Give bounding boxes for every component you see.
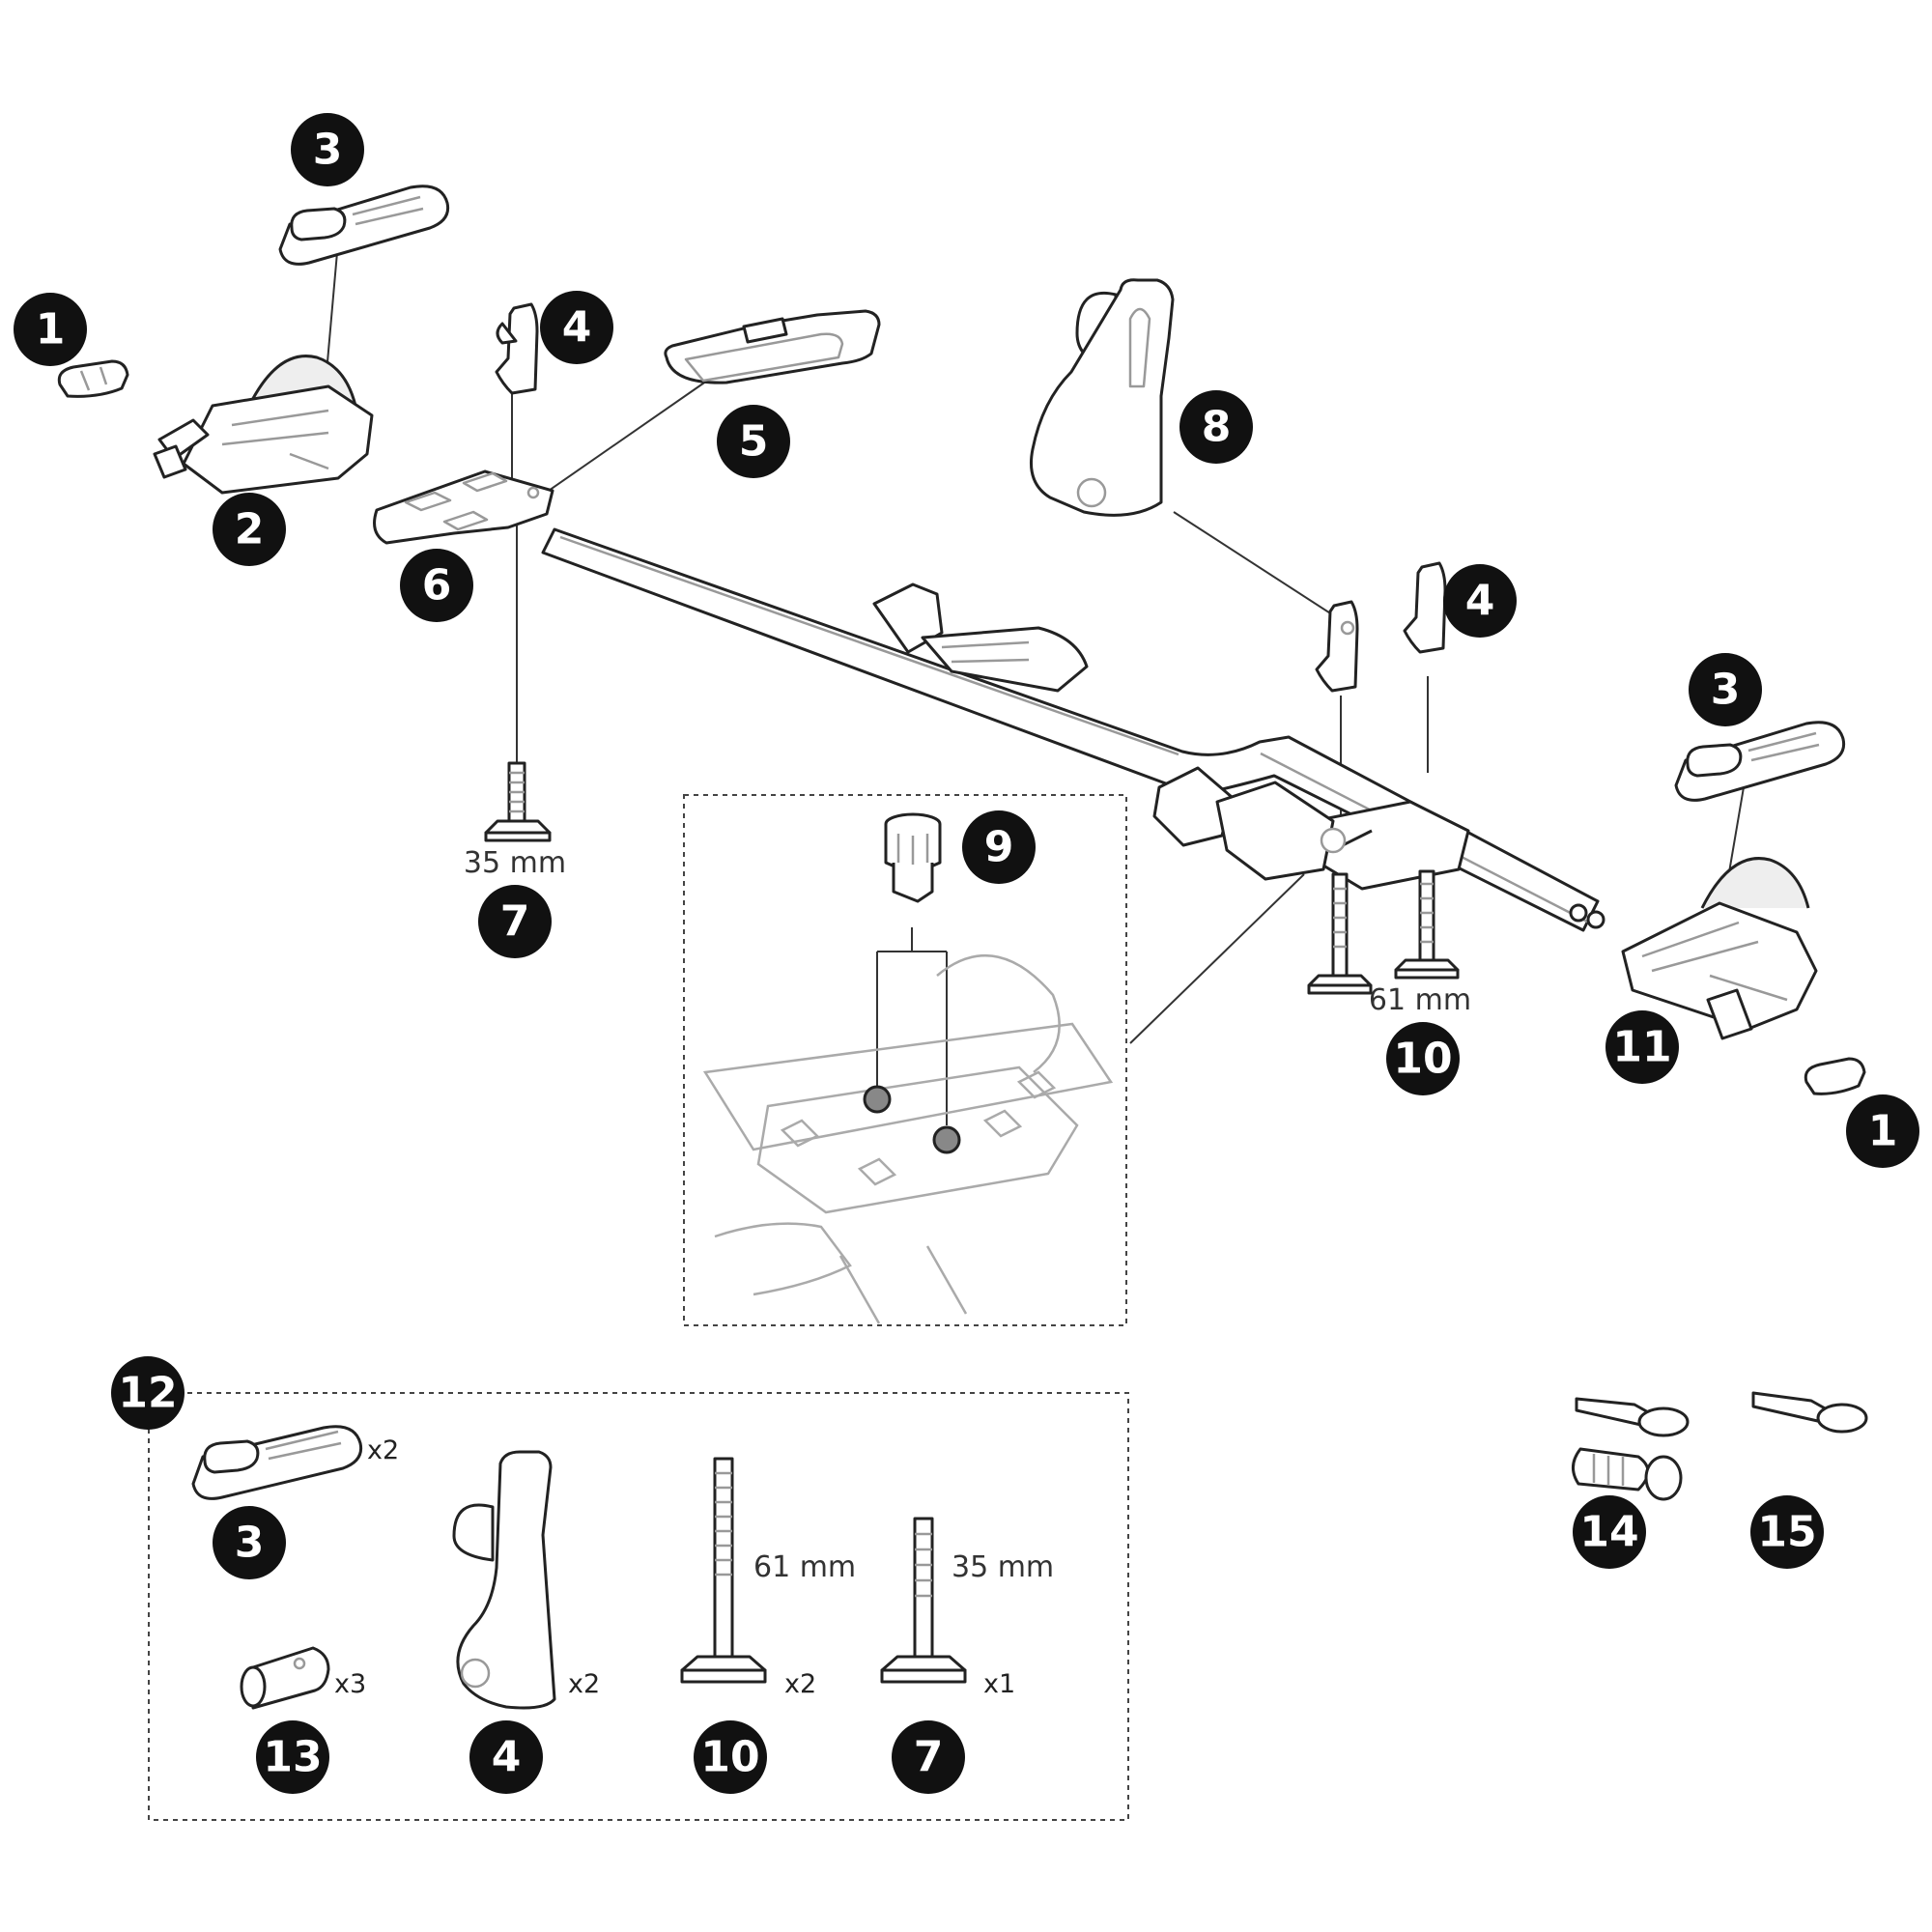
callout-number: 7 [914,1733,944,1782]
callout-badge-14: 14 [1573,1495,1646,1569]
quantity-label-bolt-61mm: x2 [784,1669,816,1699]
quantity-label-bolt-35mm: x1 [983,1669,1015,1699]
callout-number: 15 [1757,1508,1816,1557]
callout-number: 10 [1393,1035,1452,1084]
callout-number: 10 [700,1733,759,1782]
callout-badge-3-top: 3 [291,113,364,186]
callout-badge-7-kit: 7 [892,1720,965,1794]
quantity-label-frame-holder: x2 [568,1669,600,1699]
callout-badge-4-kit: 4 [469,1720,543,1794]
detail-inset-box [683,794,1127,1326]
callout-number: 13 [263,1733,322,1782]
kit-strap-pad [191,1425,363,1500]
end-cap-left [57,359,129,398]
callout-number: 6 [422,561,452,611]
callout-badge-4-top: 4 [540,291,613,364]
rail-wheel-tray [872,582,1089,693]
leader-lines [323,241,1745,1125]
callout-number: 2 [235,505,265,554]
end-cap-right [1804,1057,1866,1095]
callout-badge-10-top: 10 [1386,1022,1460,1095]
kit-frame-holder-knob [452,1450,556,1710]
callout-badge-2: 2 [213,493,286,566]
callout-badge-10-kit: 10 [694,1720,767,1794]
lock-cylinder-detail [884,812,942,903]
dimension-label-35mm-top: 35 mm [464,846,566,880]
callout-badge-5: 5 [717,405,790,478]
frame-holder-knob-top [495,302,539,395]
clamp-detail-drawing [702,954,1114,1324]
callout-number: 7 [500,897,530,947]
kit-t-bolt-35mm [880,1517,967,1684]
quantity-label-spacer: x3 [334,1669,366,1699]
strap-pad-right [1674,721,1846,802]
mounting-plate [373,469,554,545]
dimension-label-61mm-kit: 61 mm [753,1550,856,1584]
callout-badge-6: 6 [400,549,473,622]
callout-number: 3 [235,1519,265,1568]
wheel-holder-left [153,355,374,495]
callout-number: 4 [562,303,592,353]
frame-holder-knob-rail [1315,561,1447,693]
wheel-holder-right [1621,857,1818,1040]
callout-badge-1-left: 1 [14,293,87,366]
callout-number: 11 [1612,1023,1671,1072]
callout-badge-1-right: 1 [1846,1094,1919,1168]
dimension-label-61mm-top: 61 mm [1369,983,1471,1017]
callout-number: 14 [1579,1508,1638,1557]
kit-spacer [240,1646,330,1710]
spare-parts-box [148,1392,1129,1821]
callout-badge-3-right: 3 [1689,653,1762,726]
callout-number: 1 [36,305,66,355]
t-bolt-35mm-top [484,761,552,842]
callout-number: 3 [313,126,343,175]
callout-number: 8 [1202,403,1232,452]
callout-number: 4 [1465,577,1495,626]
callout-badge-7-top: 7 [478,885,552,958]
callout-badge-12: 12 [111,1356,185,1430]
callout-badge-9: 9 [962,810,1036,884]
callout-badge-13: 13 [256,1720,329,1794]
cover-plate [664,309,881,384]
frame-holder [1030,278,1175,517]
spare-key [1751,1391,1868,1434]
lock-hole-right [932,1125,961,1154]
callout-badge-3-kit: 3 [213,1506,286,1579]
lock-hole-left [863,1085,892,1114]
kit-t-bolt-61mm [680,1457,767,1684]
callout-number: 3 [1711,666,1741,715]
callout-badge-4-rail: 4 [1443,564,1517,638]
callout-number: 1 [1868,1107,1898,1156]
callout-number: 4 [492,1733,522,1782]
callout-number: 12 [118,1369,177,1418]
quantity-label-strap-pad: x2 [367,1435,399,1465]
strap-pad-top-left [278,185,450,266]
callout-badge-8: 8 [1179,390,1253,464]
callout-number: 9 [984,823,1014,872]
lock-and-key-set [1572,1397,1690,1501]
callout-number: 5 [739,417,769,467]
dimension-label-35mm-kit: 35 mm [952,1550,1054,1584]
callout-badge-15: 15 [1750,1495,1824,1569]
callout-badge-11: 11 [1605,1010,1679,1084]
central-clamp [1152,766,1470,995]
